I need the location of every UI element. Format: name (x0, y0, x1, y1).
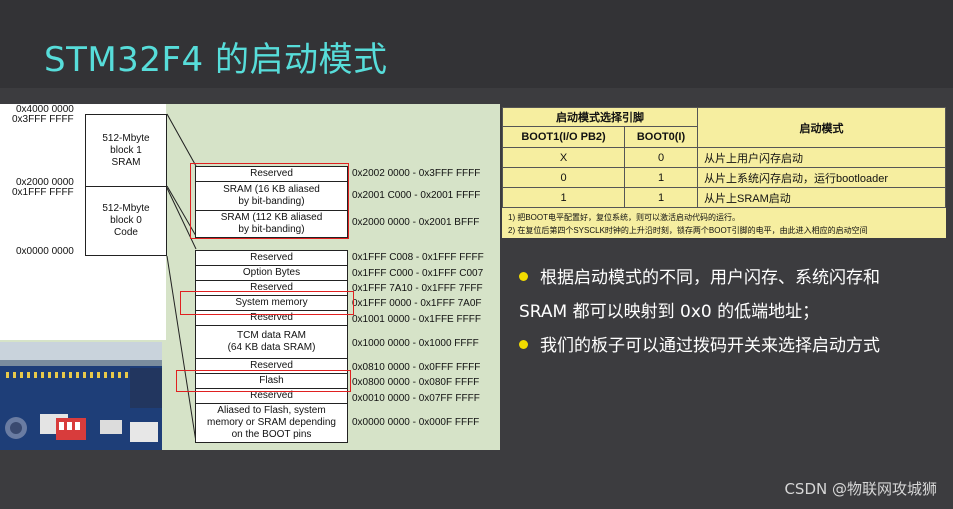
highlight-sram-box (190, 163, 349, 239)
region-range: 0x1FFF 0000 - 0x1FFF 7A0F (352, 298, 482, 309)
region-range: 0x0800 0000 - 0x080F FFFF (352, 377, 480, 388)
region-range: 0x1000 0000 - 0x1000 FFFF (352, 338, 479, 349)
bullet-continuation: SRAM 都可以映射到 0x0 的低端地址； (519, 295, 819, 329)
region-range: 0x0000 0000 - 0x000F FFFF (352, 417, 480, 428)
table-cell: 从片上用户闪存启动 (697, 147, 946, 168)
table-note: 1) 把BOOT电平配置好，复位系统，则可以激活启动代码的运行。 (508, 213, 741, 222)
table-cell: 0 (624, 147, 698, 168)
memory-block-sram: 512-Mbyte block 1 SRAM (85, 114, 167, 188)
region-range: 0x2000 0000 - 0x2001 BFFF (352, 217, 480, 228)
region-range: 0x1001 0000 - 0x1FFE FFFF (352, 314, 481, 325)
region-range: 0x1FFF 7A10 - 0x1FFF 7FFF (352, 283, 483, 294)
table-note: 2) 在复位后第四个SYSCLK时钟的上升沿时刻，锁存两个BOOT引脚的电平，由… (508, 226, 868, 235)
addr-label: 0x1FFF FFFF (12, 187, 74, 198)
table-cell: X (502, 147, 625, 168)
region-range: 0x1FFF C008 - 0x1FFF FFFF (352, 252, 484, 263)
table-cell: 从片上SRAM启动 (697, 187, 946, 208)
board-photo (0, 342, 162, 450)
addr-label: 0x3FFF FFFF (12, 114, 74, 125)
bullet-text: 我们的板子可以通过拨码开关来选择启动方式 (540, 336, 880, 356)
bullet-item: 我们的板子可以通过拨码开关来选择启动方式 (519, 329, 880, 363)
table-col-boot0: BOOT0(I) (624, 126, 698, 148)
table-cell: 0 (502, 167, 625, 188)
table-col-boot1: BOOT1(I/O PB2) (502, 126, 625, 148)
region-range: 0x2001 C000 - 0x2001 FFFF (352, 190, 481, 201)
region-sram-112kb: SRAM (112 KB aliased by bit-banding) (195, 210, 348, 238)
bullet-dot-icon (519, 339, 528, 349)
region-range: 0x0810 0000 - 0x0FFF FFFF (352, 362, 481, 373)
title-bar (0, 0, 953, 88)
region-range: 0x0010 0000 - 0x07FF FFFF (352, 393, 480, 404)
region-range: 0x2002 0000 - 0x3FFF FFFF (352, 168, 481, 179)
region-option-bytes: Option Bytes (195, 265, 348, 281)
highlight-flash-box (176, 370, 351, 392)
region-range: 0x1FFF C000 - 0x1FFF C007 (352, 268, 484, 279)
bullet-text: SRAM 都可以映射到 0x0 的低端地址； (519, 302, 820, 322)
table-header-pins: 启动模式选择引脚 (502, 107, 698, 127)
table-cell: 1 (624, 167, 698, 188)
watermark: CSDN @物联网攻城狮 (784, 480, 937, 498)
boot-mode-table: 启动模式选择引脚 启动模式 BOOT1(I/O PB2) BOOT0(I) X … (502, 107, 946, 238)
addr-label: 0x2000 0000 (16, 177, 74, 188)
bullet-dot-icon (519, 271, 528, 281)
table-cell: 从片上系统闪存启动，运行bootloader (697, 167, 946, 188)
addr-label: 0x0000 0000 (16, 246, 74, 257)
addr-label: 0x4000 0000 (16, 104, 74, 115)
table-cell: 1 (502, 187, 625, 208)
board-photo-image (0, 342, 162, 450)
region-sram-16kb: SRAM (16 KB aliased by bit-banding) (195, 181, 348, 211)
region-aliased: Aliased to Flash, system memory or SRAM … (195, 403, 348, 443)
highlight-system-memory-box (180, 291, 354, 315)
table-cell: 1 (624, 187, 698, 208)
bullet-item: 根据启动模式的不同，用户闪存、系统闪存和 (519, 261, 880, 295)
region-tcm-ram: TCM data RAM (64 KB data SRAM) (195, 325, 348, 359)
region-reserved: Reserved (195, 250, 348, 266)
slide-title: STM32F4 的启动模式 (44, 40, 388, 80)
memory-block-code: 512-Mbyte block 0 Code (85, 186, 167, 256)
memory-map-figure: 0x4000 0000 0x3FFF FFFF 0x2000 0000 0x1F… (0, 104, 500, 450)
table-header-mode: 启动模式 (697, 107, 946, 148)
bullet-text: 根据启动模式的不同，用户闪存、系统闪存和 (540, 268, 880, 288)
